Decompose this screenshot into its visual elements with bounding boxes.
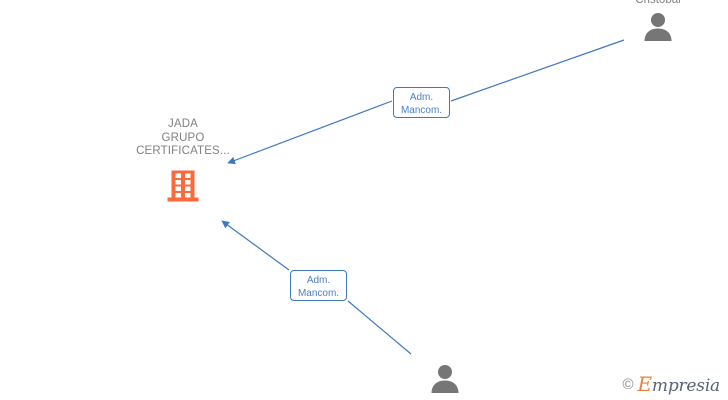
company-name-line-2: GRUPO bbox=[161, 131, 205, 144]
relation-label-adm-mancom-top[interactable]: Adm. Mancom. bbox=[393, 87, 450, 118]
relation-label-line-1: Adm. bbox=[306, 275, 331, 286]
edge-person-bottom-to-box bbox=[347, 300, 412, 355]
person-name-label: Cristobal bbox=[635, 0, 681, 6]
edge-box-to-company-top bbox=[227, 100, 393, 165]
empresia-logo: Empresia bbox=[638, 374, 721, 395]
copyright-icon: © bbox=[622, 376, 634, 393]
edge-person-top-to-box bbox=[450, 39, 625, 102]
company-name-line-1: JADA bbox=[168, 118, 198, 130]
person-icon[interactable] bbox=[380, 363, 510, 393]
person-icon[interactable] bbox=[593, 11, 723, 41]
person-node-cristobal[interactable]: Cristobal bbox=[593, 0, 723, 41]
building-icon[interactable] bbox=[118, 169, 248, 202]
relation-label-adm-mancom-bottom[interactable]: Adm. Mancom. bbox=[290, 270, 347, 301]
relation-label-line-2: Mancom. bbox=[400, 105, 443, 116]
edge-box-to-company-bottom bbox=[221, 220, 290, 271]
empresia-watermark: © Empresia bbox=[622, 374, 720, 395]
relation-label-line-2: Mancom. bbox=[297, 288, 340, 299]
company-node[interactable]: JADA GRUPO CERTIFICATES... bbox=[118, 118, 248, 202]
company-name-line-3: CERTIFICATES... bbox=[136, 145, 230, 157]
empresia-logo-initial: E bbox=[637, 372, 653, 396]
relation-label-line-1: Adm. bbox=[409, 92, 434, 103]
person-node-bottom[interactable] bbox=[380, 360, 510, 393]
company-name-label: JADA GRUPO CERTIFICATES... bbox=[118, 118, 248, 159]
empresia-logo-text: mpresia bbox=[651, 376, 720, 396]
